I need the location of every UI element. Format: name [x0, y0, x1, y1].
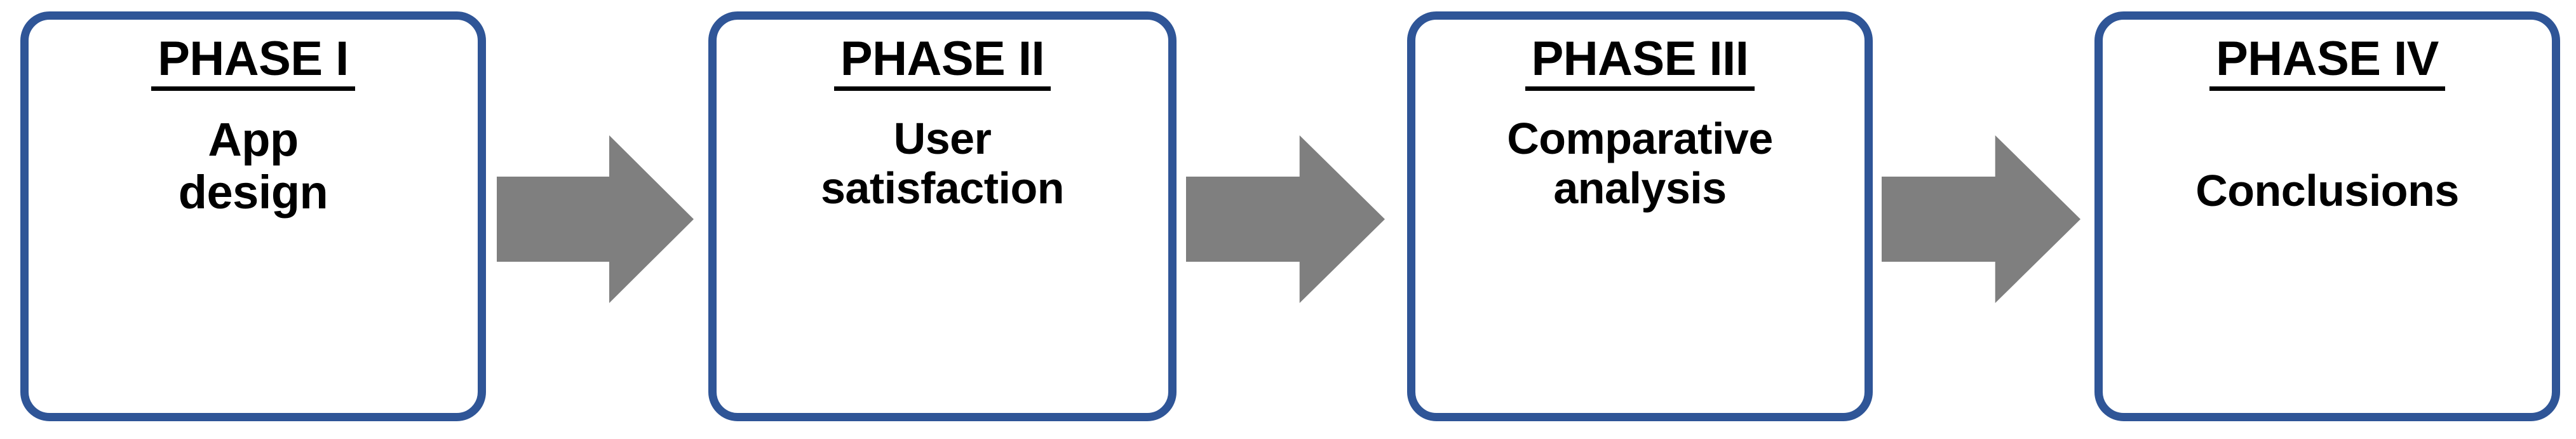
- flow-arrow-1-to-2: [497, 135, 694, 303]
- phase-box-3[interactable]: PHASE III Comparative analysis: [1407, 11, 1873, 421]
- phase-body-line: design: [178, 165, 328, 219]
- phase-box-1[interactable]: PHASE I App design: [20, 11, 486, 421]
- phase-box-2[interactable]: PHASE II User satisfaction: [708, 11, 1177, 421]
- phase-body-line: Comparative: [1507, 114, 1773, 164]
- phase-body-line: App: [208, 113, 299, 166]
- flow-arrow-2-to-3: [1186, 135, 1385, 303]
- right-arrow-icon: [1186, 135, 1385, 303]
- phase-body-2: User satisfaction: [717, 114, 1168, 213]
- phase-body-3: Comparative analysis: [1415, 114, 1865, 213]
- phase-body-4: Conclusions: [2103, 166, 2552, 215]
- phase-body-1: App design: [29, 113, 478, 219]
- phase-body-line: Conclusions: [2195, 166, 2459, 216]
- phase-title-2: PHASE II: [833, 34, 1051, 91]
- right-arrow-icon: [497, 135, 694, 303]
- right-arrow-icon: [1882, 135, 2080, 303]
- phase-title-3: PHASE III: [1525, 34, 1755, 91]
- phase-body-line: analysis: [1553, 163, 1727, 213]
- phase-title-1: PHASE I: [151, 34, 355, 91]
- phase-body-line: User: [893, 114, 992, 164]
- phase-body-line: satisfaction: [821, 163, 1065, 213]
- flow-arrow-3-to-4: [1882, 135, 2080, 303]
- phase-box-4[interactable]: PHASE IV Conclusions: [2094, 11, 2560, 421]
- phase-title-4: PHASE IV: [2209, 34, 2445, 91]
